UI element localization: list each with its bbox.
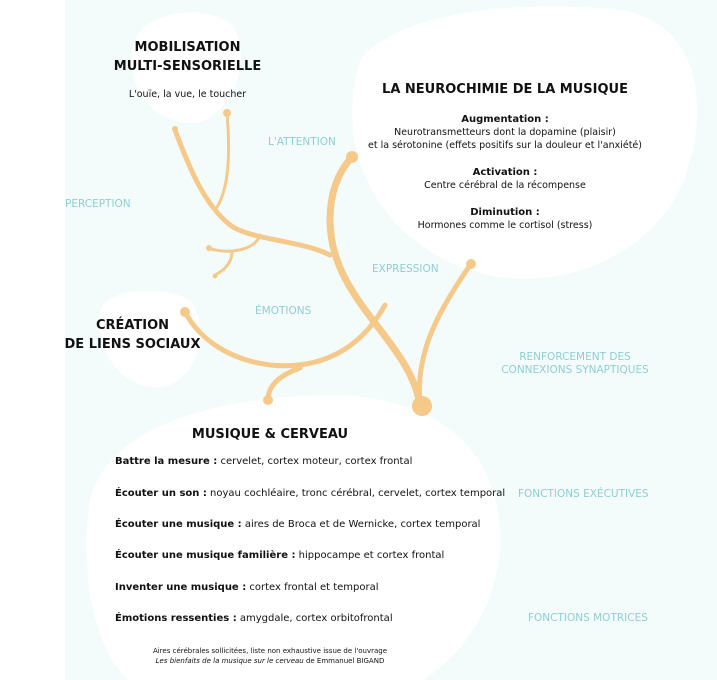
book-title: Les bienfaits de la musique sur le cerve… <box>155 657 304 665</box>
title-line: MOBILISATION <box>134 40 241 55</box>
note-author: de Emmanuel BIGAND <box>303 657 385 665</box>
branch-right <box>416 262 473 408</box>
branch-top <box>213 111 231 212</box>
title-line: MULTI-SENSORIELLE <box>113 59 262 74</box>
section-line: Hormones comme le cortisol (stress) <box>417 220 593 231</box>
label-perception: PERCEPTION <box>65 198 131 210</box>
neurochimie-title: LA NEUROCHIMIE DE LA MUSIQUE <box>382 82 628 97</box>
label-motrices: FONCTIONS MOTRICES <box>528 612 648 624</box>
branch-main <box>326 153 424 409</box>
section-heading: Diminution : <box>470 207 540 218</box>
row-label: Écouter un son : <box>115 488 207 499</box>
row-value: hippocampe et cortex frontal <box>295 550 445 561</box>
branch-liens <box>182 302 388 369</box>
note-line: Les bienfaits de la musique sur le cerve… <box>120 656 420 666</box>
source-note: Aires cérébrales sollicitées, liste non … <box>120 646 420 666</box>
branch-left <box>172 127 333 258</box>
note-line: Aires cérébrales sollicitées, liste non … <box>152 647 388 655</box>
row-label: Écouter une musique : <box>115 519 242 530</box>
blob-neurochimie <box>352 6 698 279</box>
label-executives: FONCTIONS EXÉCUTIVES <box>518 488 649 500</box>
cerveau-row: Émotions ressenties : amygdale, cortex o… <box>115 613 393 624</box>
blob-cerveau <box>86 395 500 680</box>
section-heading: Activation : <box>472 167 538 178</box>
label-renforcement: RENFORCEMENT DES CONNEXIONS SYNAPTIQUES <box>495 351 655 377</box>
section-heading: Augmentation : <box>461 114 549 125</box>
cerveau-row: Écouter un son : noyau cochléaire, tronc… <box>115 488 505 499</box>
row-label: Émotions ressenties : <box>115 613 237 624</box>
title-line: CRÉATION <box>95 318 170 333</box>
cerveau-row: Inventer une musique : cortex frontal et… <box>115 582 379 593</box>
section-line: Centre cérébral de la récompense <box>424 180 586 191</box>
section-line: Neurotransmetteurs dont la dopamine (pla… <box>394 127 616 138</box>
label-line: CONNEXIONS SYNAPTIQUES <box>501 364 649 376</box>
cerveau-row: Écouter une musique : aires de Broca et … <box>115 519 480 530</box>
section-line: et la sérotonine (effets positifs sur la… <box>368 140 642 151</box>
row-value: cortex frontal et temporal <box>246 582 379 593</box>
row-value: aires de Broca et de Wernicke, cortex te… <box>241 519 481 530</box>
row-label: Battre la mesure : <box>115 456 218 467</box>
row-value: noyau cochléaire, tronc cérébral, cervel… <box>206 488 506 499</box>
blob-mobilisation <box>131 12 241 124</box>
row-value: cervelet, cortex moteur, cortex frontal <box>217 456 413 467</box>
title-line: DE LIENS SOCIAUX <box>64 337 201 352</box>
label-line: RENFORCEMENT DES <box>519 351 631 363</box>
liens-title: CRÉATION DE LIENS SOCIAUX <box>50 316 215 354</box>
row-label: Écouter une musique familière : <box>115 550 296 561</box>
label-attention: L'ATTENTION <box>268 136 336 148</box>
label-emotions: ÉMOTIONS <box>255 305 312 317</box>
branch-down <box>265 365 303 403</box>
neurochimie-content: Augmentation : Neurotransmetteurs dont l… <box>355 113 655 232</box>
row-value: amygdale, cortex orbitofrontal <box>236 613 393 624</box>
blob-liens <box>99 290 201 388</box>
mobilisation-subtitle: L'ouïe, la vue, le toucher <box>128 89 247 100</box>
row-label: Inventer une musique : <box>115 582 247 593</box>
branch-small <box>206 233 262 277</box>
cerveau-row: Battre la mesure : cervelet, cortex mote… <box>115 456 412 467</box>
cerveau-row: Écouter une musique familière : hippocam… <box>115 550 444 561</box>
cerveau-title: MUSIQUE & CERVEAU <box>191 427 349 442</box>
label-expression: EXPRESSION <box>372 263 439 275</box>
mobilisation-title: MOBILISATION MULTI-SENSORIELLE <box>100 38 275 76</box>
